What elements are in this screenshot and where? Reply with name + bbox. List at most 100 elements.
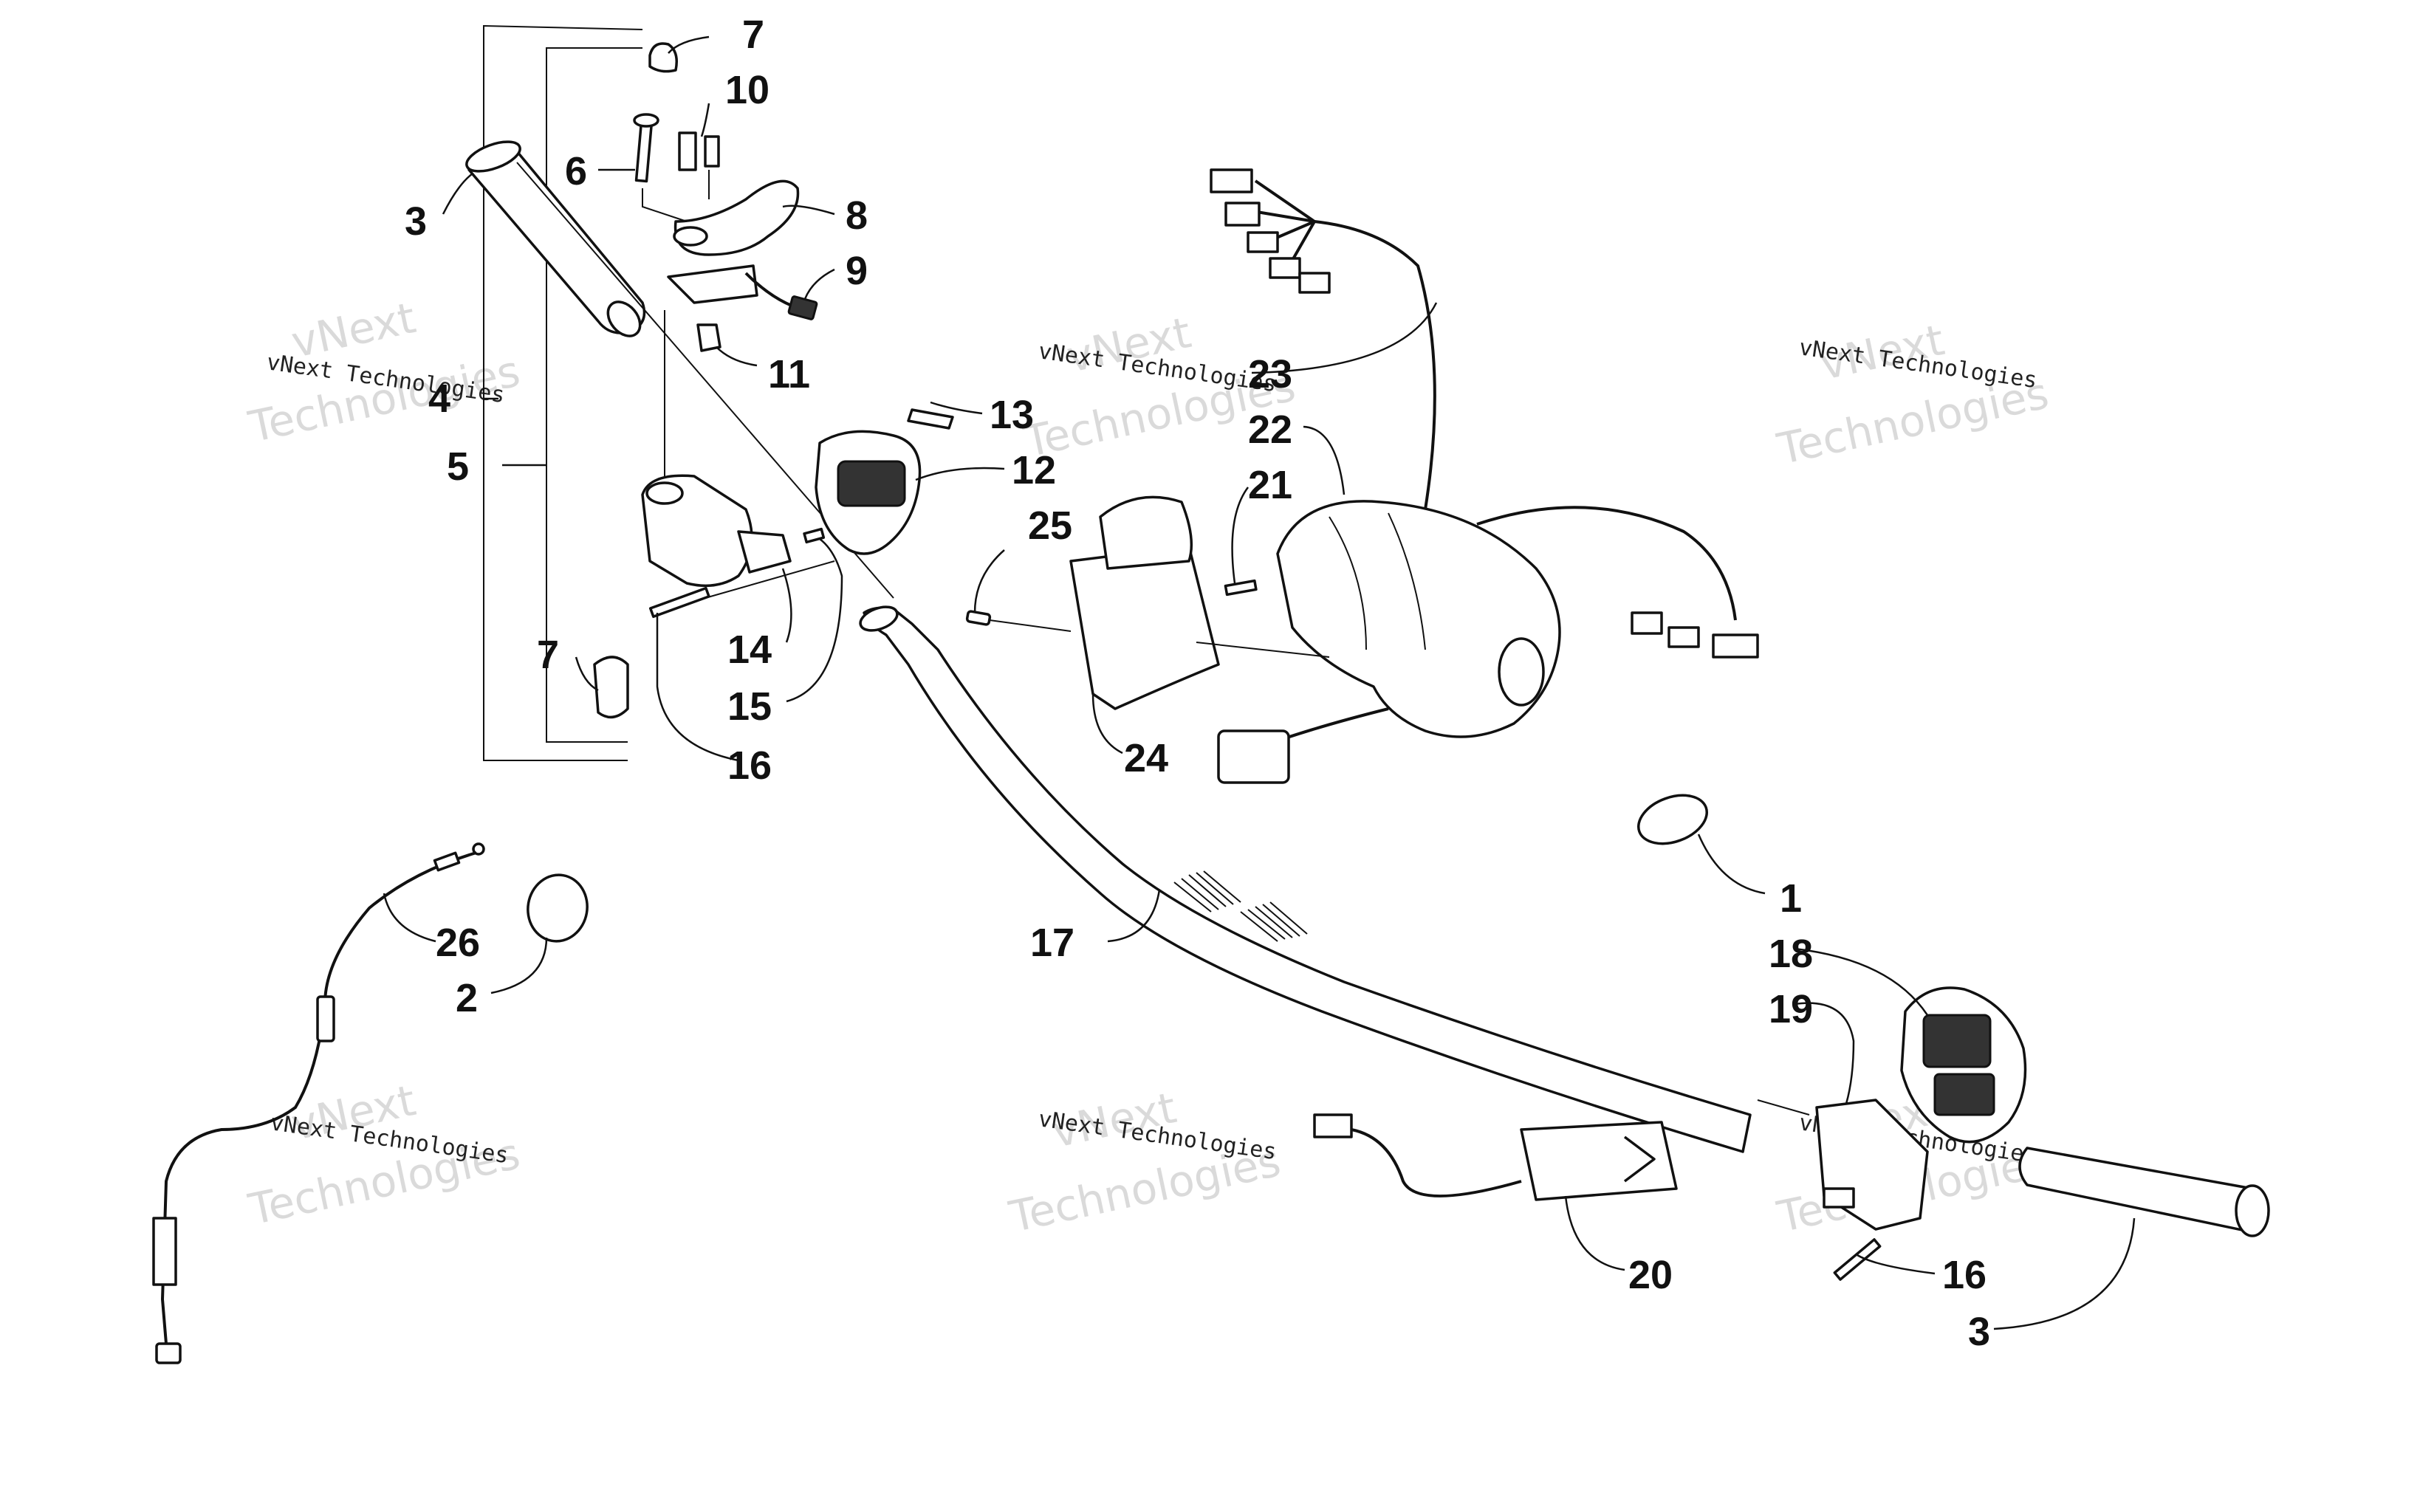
leader-7-bottom bbox=[575, 656, 599, 692]
callout-7-top: 7 bbox=[742, 13, 764, 57]
bracket-9 bbox=[667, 264, 758, 304]
leader-3-left bbox=[442, 173, 473, 215]
throttle-housing bbox=[593, 474, 835, 719]
heater-connector bbox=[1313, 1113, 1353, 1138]
connector bbox=[1631, 611, 1663, 635]
left-grip bbox=[465, 140, 646, 337]
callout-24: 24 bbox=[1124, 736, 1168, 780]
axis-line-pin bbox=[642, 188, 688, 222]
callout-25: 25 bbox=[1028, 504, 1072, 548]
leader-24 bbox=[1091, 693, 1123, 755]
heater-wire bbox=[1351, 1128, 1522, 1197]
connector bbox=[1269, 257, 1301, 279]
callout-1: 1 bbox=[1780, 876, 1802, 921]
callout-21: 21 bbox=[1248, 463, 1292, 507]
leader-16-right bbox=[1857, 1254, 1936, 1275]
axis-line-shield bbox=[989, 619, 1072, 632]
callout-8: 8 bbox=[846, 193, 868, 238]
axis-line-right bbox=[1757, 1099, 1810, 1116]
harness-right bbox=[1476, 506, 1737, 621]
callout-6: 6 bbox=[565, 149, 587, 193]
leader-13 bbox=[930, 401, 983, 415]
connector-large bbox=[1217, 729, 1290, 784]
switch-module-12 bbox=[815, 408, 954, 555]
leader-26 bbox=[383, 893, 436, 943]
callout-16-right: 16 bbox=[1942, 1253, 1987, 1297]
callout-19: 19 bbox=[1769, 987, 1813, 1031]
leader-7-top bbox=[668, 35, 710, 54]
callout-3-right: 3 bbox=[1968, 1310, 1990, 1354]
heater-element-20 bbox=[1313, 1113, 1678, 1201]
cap-7-bottom bbox=[593, 656, 629, 719]
clip-10a bbox=[678, 131, 697, 171]
callout-4: 4 bbox=[428, 377, 450, 421]
screw-21 bbox=[1224, 579, 1258, 597]
callout-16-left: 16 bbox=[727, 743, 772, 788]
clamp-2 bbox=[527, 873, 589, 943]
callout-5: 5 bbox=[447, 444, 469, 489]
bracket-19 bbox=[1815, 1099, 1929, 1281]
leader-8 bbox=[782, 205, 835, 216]
leader-20 bbox=[1564, 1195, 1625, 1271]
leader-25 bbox=[973, 549, 1005, 614]
lever-pivot bbox=[673, 226, 708, 247]
callout-23: 23 bbox=[1248, 352, 1292, 396]
harness-bottom bbox=[1284, 707, 1389, 740]
connector bbox=[1247, 231, 1279, 253]
screw-15 bbox=[803, 527, 826, 544]
leader-1 bbox=[1697, 834, 1766, 895]
callout-14: 14 bbox=[727, 628, 772, 672]
callout-11: 11 bbox=[768, 352, 810, 396]
leader-11 bbox=[716, 346, 758, 367]
leader-9 bbox=[803, 268, 835, 300]
leader-15 bbox=[786, 538, 843, 703]
leader-18 bbox=[1794, 947, 1929, 1016]
leader-17 bbox=[1107, 889, 1161, 943]
right-grip bbox=[1757, 1099, 2270, 1237]
latch-14 bbox=[737, 530, 792, 574]
callout-2: 2 bbox=[456, 976, 478, 1020]
callout-10: 10 bbox=[725, 68, 769, 112]
callout-13: 13 bbox=[990, 393, 1034, 437]
callout-9: 9 bbox=[846, 249, 868, 293]
cover-contour bbox=[1329, 516, 1367, 650]
clip-11 bbox=[696, 323, 721, 352]
axis-line-cover bbox=[1196, 642, 1330, 658]
leader-2 bbox=[490, 937, 548, 994]
screw-16-right bbox=[1833, 1238, 1882, 1281]
cover-opening bbox=[1498, 637, 1545, 707]
cable-line bbox=[160, 851, 477, 1344]
callout-7-bottom: 7 bbox=[537, 633, 559, 677]
pin-6 bbox=[634, 120, 654, 183]
bracket-outer bbox=[483, 24, 643, 761]
leader-lines bbox=[383, 35, 2136, 1330]
leader-10 bbox=[700, 103, 710, 137]
callout-labels: 3 4 5 6 7 10 8 9 11 7 14 15 16 13 12 23 … bbox=[405, 13, 1990, 1354]
knurling bbox=[1173, 870, 1308, 942]
callout-26: 26 bbox=[436, 921, 480, 965]
callout-18: 18 bbox=[1769, 932, 1813, 976]
clamp-1 bbox=[1636, 794, 1709, 845]
screw-16 bbox=[648, 586, 710, 619]
connector-9 bbox=[787, 295, 818, 320]
cover-22 bbox=[1224, 500, 1561, 738]
callout-17: 17 bbox=[1030, 921, 1074, 965]
cap-7-top bbox=[648, 42, 678, 73]
pin-6-head bbox=[633, 113, 659, 128]
throttle-lever-parts bbox=[633, 42, 818, 487]
leader-12 bbox=[915, 467, 1005, 481]
leader-3-right bbox=[1993, 1217, 2136, 1330]
bracket-group bbox=[483, 24, 643, 761]
callout-12: 12 bbox=[1012, 448, 1056, 492]
axis-line-screw bbox=[705, 560, 835, 599]
throttle-cable-26 bbox=[152, 842, 485, 1364]
handlebar-17 bbox=[859, 605, 1752, 1153]
leader-21 bbox=[1231, 487, 1250, 584]
screw-25 bbox=[965, 610, 992, 626]
clip-10b bbox=[704, 135, 720, 168]
callout-3-left: 3 bbox=[405, 199, 427, 244]
harness-main bbox=[1314, 220, 1436, 510]
connector bbox=[1712, 633, 1759, 659]
leader-16-left bbox=[656, 613, 739, 762]
